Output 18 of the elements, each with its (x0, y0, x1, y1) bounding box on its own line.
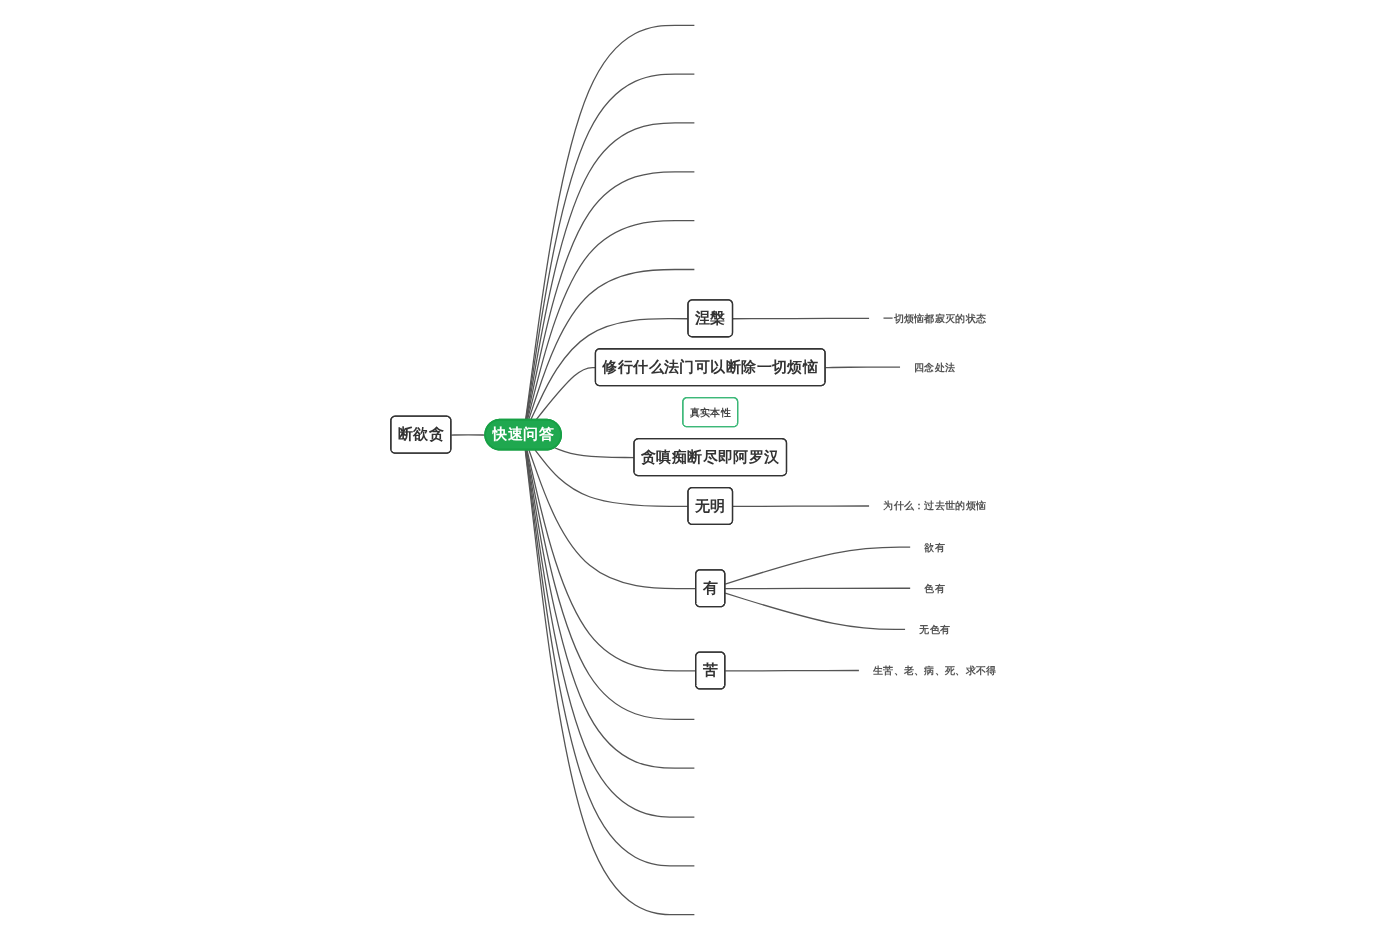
connector-line (731, 505, 870, 508)
connector-line (724, 587, 911, 590)
connector-line (527, 449, 697, 590)
connector-line (526, 220, 695, 421)
connector-line (724, 546, 911, 585)
connector-line (731, 317, 870, 320)
connector-line (525, 449, 697, 672)
connector-line (724, 669, 860, 672)
connector-line (525, 171, 695, 421)
connector-line (534, 449, 689, 508)
connector-line (724, 592, 906, 631)
connector-line (527, 268, 695, 421)
connector-line (529, 318, 689, 421)
connector-line (450, 434, 486, 436)
connector-line (824, 366, 901, 369)
connector-line (553, 447, 635, 459)
connector-line (525, 449, 695, 720)
connector-line (534, 366, 596, 421)
